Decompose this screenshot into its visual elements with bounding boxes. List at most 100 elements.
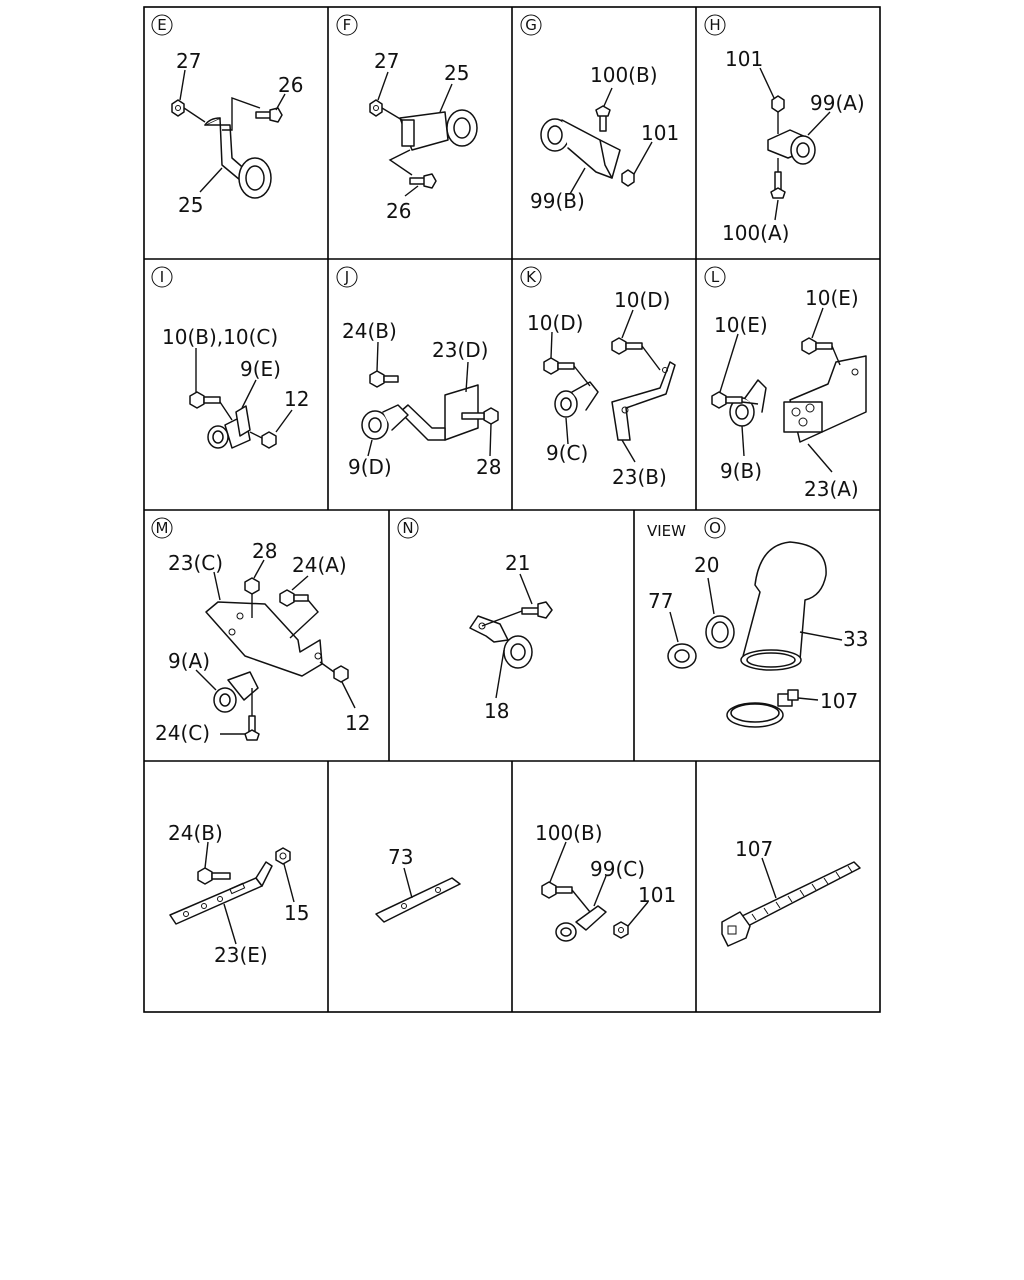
- part-clamp-9b: [729, 379, 767, 427]
- label-e-26: 26: [278, 73, 303, 97]
- part-bolt-100b: [595, 105, 611, 132]
- part-bolt-24a: [279, 589, 309, 607]
- label-b4-107: 107: [735, 837, 773, 861]
- part-clamp-9a: [213, 671, 259, 713]
- part-nut-12: [261, 431, 277, 449]
- view-marker-h: H: [704, 14, 726, 36]
- label-h-101: 101: [725, 47, 763, 71]
- label-m-12: 12: [345, 711, 370, 735]
- panel-l: L 10(E) 10(E) 9(B): [704, 266, 867, 501]
- label-f-26: 26: [386, 199, 411, 223]
- label-f-25: 25: [444, 61, 469, 85]
- label-n-18: 18: [484, 699, 509, 723]
- label-h-99a: 99(A): [810, 91, 865, 115]
- panel-grid: [143, 6, 881, 1013]
- part-clamp-9c: [554, 381, 599, 418]
- part-bolt-10bc: [189, 391, 221, 409]
- label-b1-24b: 24(B): [168, 821, 223, 845]
- panel-n: N 21 18: [397, 517, 553, 723]
- part-nut-27-f: [369, 99, 383, 117]
- label-b3-99c: 99(C): [590, 857, 645, 881]
- panel-e: E 27 26 25: [151, 14, 303, 217]
- part-bolt-24c: [244, 715, 260, 741]
- panel-bottom-4: 107: [721, 837, 861, 947]
- panel-bottom-2: 73: [375, 845, 461, 923]
- label-l-9b: 9(B): [720, 459, 762, 483]
- label-m-9a: 9(A): [168, 649, 210, 673]
- panel-bottom-3: 100(B) 99(C) 101: [535, 821, 676, 942]
- view-marker-i-text: I: [160, 268, 164, 286]
- part-clamp-99c: [555, 905, 607, 942]
- label-o-33: 33: [843, 627, 868, 651]
- view-marker-e: E: [151, 14, 173, 36]
- view-marker-m-text: M: [156, 519, 169, 537]
- label-b2-73: 73: [388, 845, 413, 869]
- panel-m: M: [151, 517, 370, 745]
- panel-j: J 24(B) 23(D) 9(D) 28: [336, 266, 501, 479]
- panel-h: H 101 99(A) 100(A): [704, 14, 865, 245]
- view-marker-f: F: [336, 14, 358, 36]
- part-clip-25: [204, 117, 272, 199]
- label-k-10d-right: 10(D): [614, 288, 670, 312]
- part-bolt-10d-left: [543, 357, 575, 375]
- part-clip-25-f: [399, 109, 478, 151]
- label-l-10e-right: 10(E): [805, 286, 859, 310]
- part-nut-27: [171, 99, 185, 117]
- panel-i: I 10(B),10(C) 9(E) 12: [151, 266, 309, 449]
- label-o-77: 77: [648, 589, 673, 613]
- label-e-27: 27: [176, 49, 201, 73]
- panel-o: VIEW O 20 77 33 107: [647, 517, 868, 728]
- view-marker-j-text: J: [344, 268, 349, 286]
- label-k-10d-left: 10(D): [527, 311, 583, 335]
- label-i-9e: 9(E): [240, 357, 281, 381]
- label-e-25: 25: [178, 193, 203, 217]
- view-marker-k: K: [520, 266, 542, 288]
- part-washer-77: [667, 643, 697, 669]
- part-bracket-23e: [169, 861, 273, 925]
- view-marker-g: G: [520, 14, 542, 36]
- label-o-20: 20: [694, 553, 719, 577]
- part-collar-20: [705, 615, 735, 649]
- view-marker-i: I: [151, 266, 173, 288]
- view-marker-k-text: K: [526, 268, 537, 286]
- part-boot-33: [740, 541, 827, 671]
- panel-f: F 27 25 26: [336, 14, 478, 223]
- part-clamp-107: [726, 689, 799, 728]
- view-marker-l: L: [704, 266, 726, 288]
- part-bracket-23b: [611, 361, 676, 441]
- label-m-28: 28: [252, 539, 277, 563]
- view-marker-n: N: [397, 517, 419, 539]
- part-bolt-26: [255, 107, 283, 123]
- view-marker-e-text: E: [157, 16, 166, 34]
- part-nut-101-g: [621, 169, 635, 187]
- label-j-9d: 9(D): [348, 455, 392, 479]
- part-clamp-9d: [361, 404, 409, 440]
- part-bolt-10e-left: [711, 391, 743, 409]
- part-cable-tie-107: [721, 861, 861, 947]
- label-m-23c: 23(C): [168, 551, 223, 575]
- label-b3-101: 101: [638, 883, 676, 907]
- part-bolt-24b: [369, 370, 399, 388]
- part-bolt-24b-bottom: [197, 867, 231, 885]
- part-bolt-10e-right: [801, 337, 833, 355]
- view-marker-l-text: L: [711, 268, 720, 286]
- part-nut-12-m: [333, 665, 349, 683]
- part-nut-15: [275, 847, 291, 865]
- part-bracket-23a: [783, 355, 867, 443]
- label-k-23b: 23(B): [612, 465, 667, 489]
- label-b1-15: 15: [284, 901, 309, 925]
- label-g-101: 101: [641, 121, 679, 145]
- part-plate-73: [375, 877, 461, 923]
- label-h-100a: 100(A): [722, 221, 789, 245]
- part-bolt-100b-bottom: [541, 881, 573, 899]
- label-f-27: 27: [374, 49, 399, 73]
- part-clamp-9e: [207, 405, 251, 449]
- panel-g: G 100(B) 101 99(B): [520, 14, 679, 213]
- label-o-107: 107: [820, 689, 858, 713]
- label-i-12: 12: [284, 387, 309, 411]
- label-b1-23e: 23(E): [214, 943, 268, 967]
- view-text-o: VIEW: [647, 522, 686, 540]
- label-g-100b: 100(B): [590, 63, 658, 87]
- part-clamp-99a: [767, 129, 816, 165]
